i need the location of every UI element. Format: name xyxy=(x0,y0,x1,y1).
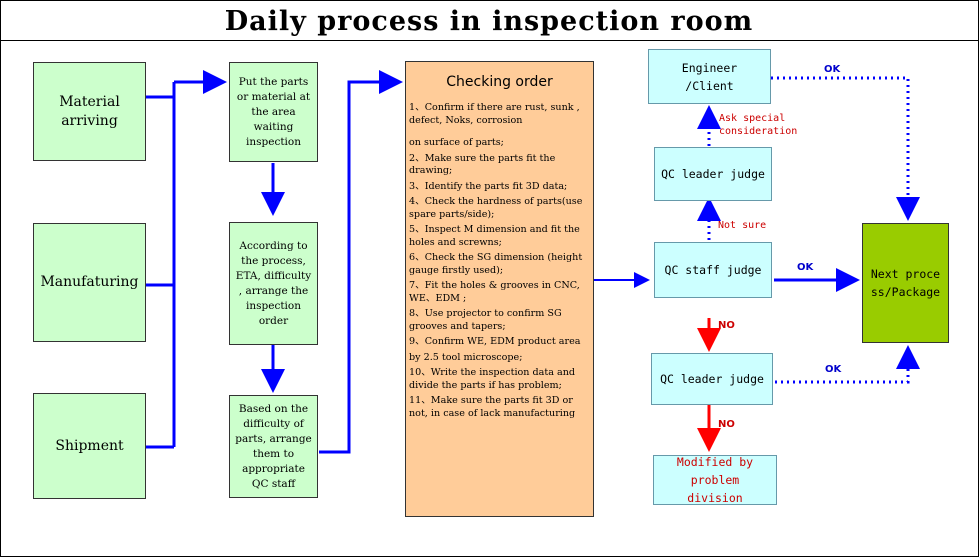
inputs-connector xyxy=(146,70,227,449)
manufacturing-label: Manufaturing xyxy=(40,274,139,290)
checking-order-item: 3、Identify the parts fit 3D data; xyxy=(409,180,568,192)
arrow-leader-ok xyxy=(775,345,920,384)
no-2-label: NO xyxy=(718,419,735,430)
arrange-staff-box: Based on the difficulty of parts, arrang… xyxy=(229,395,318,498)
manufacturing-box: Manufaturing xyxy=(33,223,146,342)
arrange-order-label: According to the process, ETA, difficult… xyxy=(235,239,312,327)
next-process-box: Next process/Package xyxy=(862,223,949,343)
modified-box: Modified by problem division xyxy=(653,455,777,505)
qc-leader-top-box: QC leader judge xyxy=(654,147,772,201)
qc-staff-box: QC staff judge xyxy=(654,242,772,298)
qc-staff-label: QC staff judge xyxy=(664,263,762,277)
qc-leader-top-label: QC leader judge xyxy=(661,167,765,181)
shipment-label: Shipment xyxy=(55,437,124,454)
checking-order-item: by 2.5 tool microscope; xyxy=(409,351,523,363)
not-sure-label: Not sure xyxy=(718,220,767,231)
ok-top-label: OK xyxy=(824,64,841,75)
shipment-box: Shipment xyxy=(33,393,146,499)
ok-mid-label: OK xyxy=(797,262,814,273)
arrange-order-box: According to the process, ETA, difficult… xyxy=(229,222,318,345)
checking-order-item: on surface of parts; xyxy=(409,137,504,148)
checking-order-item: 7、Fit the holes & grooves in CNC, WE、EDM… xyxy=(409,280,580,304)
put-parts-box: Put the parts or material at the area wa… xyxy=(229,62,318,162)
material-arriving-label: Material arriving xyxy=(59,93,120,129)
checking-order-item: 9、Confirm WE, EDM product area xyxy=(409,336,581,347)
qc-leader-bottom-label: QC leader judge xyxy=(660,372,764,386)
checking-order-list: 1、Confirm if there are rust, sunk , defe… xyxy=(406,102,593,420)
arrow-staff-to-checking xyxy=(319,70,403,454)
checking-order-item: 6、Check the SG dimension (height gauge f… xyxy=(409,252,583,276)
material-arriving-box: Material arriving xyxy=(33,62,146,161)
checking-order-heading: Checking order xyxy=(446,74,553,90)
put-parts-label: Put the parts or material at the area wa… xyxy=(236,75,311,148)
checking-order-item: 4、Check the hardness of parts(use spare … xyxy=(409,196,583,220)
checking-order-item: 2、Make sure the parts fit the drawing; xyxy=(409,152,556,177)
modified-label: Modified by problem division xyxy=(676,455,754,505)
checking-order-item: 5、Inspect M dimension and fit the holes … xyxy=(409,224,580,248)
checking-order-item: 10、Write the inspection data and divide … xyxy=(409,367,576,391)
arrange-staff-label: Based on the difficulty of parts, arrang… xyxy=(235,402,312,490)
ask-special-label: Ask special consideration xyxy=(719,113,798,137)
diagram-title: Daily process in inspection room xyxy=(0,0,978,41)
checking-order-item: 8、Use projector to confirm SG grooves an… xyxy=(409,308,562,332)
checking-order-item: 11、Make sure the parts fit 3D or not, in… xyxy=(409,395,576,419)
ok-bottom-label: OK xyxy=(825,364,842,375)
engineer-client-box: Engineer /Client xyxy=(648,49,771,104)
arrow-engineer-ok xyxy=(771,76,920,221)
checking-order-item: 1、Confirm if there are rust, sunk , defe… xyxy=(409,102,580,126)
no-1-label: NO xyxy=(718,320,735,331)
engineer-client-label: Engineer /Client xyxy=(681,60,738,93)
checking-order-box: Checking order 1、Confirm if there are ru… xyxy=(405,61,594,517)
next-process-label: Next process/Package xyxy=(870,267,941,299)
qc-leader-bottom-box: QC leader judge xyxy=(651,353,773,405)
